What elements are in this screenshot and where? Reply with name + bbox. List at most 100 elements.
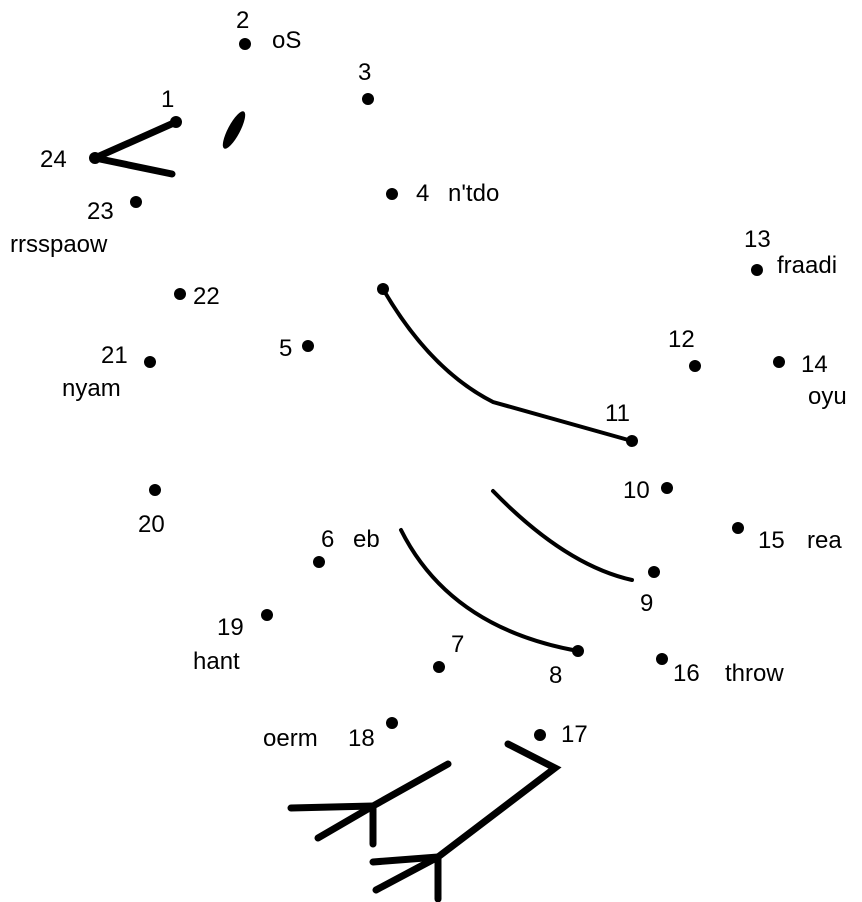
dot-23[interactable]: 23 rrsspaow [10, 196, 142, 258]
right-foot [369, 740, 562, 902]
dot-number: 19 [217, 614, 244, 641]
dot-marker[interactable] [261, 609, 273, 621]
right-leg-line [434, 740, 562, 861]
dot-marker[interactable] [130, 196, 142, 208]
dot-marker[interactable] [773, 356, 785, 368]
dot-word: rrsspaow [10, 231, 108, 258]
dot-19[interactable]: 19 hant [193, 609, 273, 675]
dot-number: 18 [348, 725, 375, 752]
dot-21[interactable]: 21 nyam [62, 342, 156, 402]
dot-marker[interactable] [626, 435, 638, 447]
left-leg-line [369, 760, 452, 810]
dot-number: 9 [640, 590, 653, 617]
dot-word: throw [725, 660, 784, 687]
dot-number: 21 [101, 342, 128, 369]
dot-word: oS [272, 27, 301, 54]
dot-marker[interactable] [362, 93, 374, 105]
dot-marker[interactable] [751, 264, 763, 276]
dot-12[interactable]: 12 [668, 326, 701, 372]
beak-lower-line [91, 154, 176, 178]
left-foot [287, 760, 452, 848]
dot-marker[interactable] [648, 566, 660, 578]
dot-number: 5 [279, 335, 292, 362]
dot-14[interactable]: 14 oyu [773, 351, 847, 410]
dot-marker[interactable] [302, 340, 314, 352]
dot-number: 23 [87, 198, 114, 225]
fixed-drawing [91, 111, 634, 902]
dot-9[interactable]: 9 [640, 566, 660, 617]
dot-marker[interactable] [689, 360, 701, 372]
dot-number: 1 [161, 86, 174, 113]
dot-18[interactable]: 18 oerm [263, 717, 398, 752]
dot-word: oyu [808, 383, 847, 410]
dot-marker[interactable] [239, 38, 251, 50]
dot-word: nyam [62, 375, 121, 402]
dot-marker[interactable] [656, 653, 668, 665]
dot-number: 16 [673, 660, 700, 687]
dot-marker[interactable] [386, 188, 398, 200]
beak-upper-line [91, 118, 180, 162]
dot-word: n'tdo [448, 180, 499, 207]
dot-number: 17 [561, 721, 588, 748]
dot-marker[interactable] [313, 556, 325, 568]
wing-curve-upper [381, 287, 634, 443]
dot-marker[interactable] [170, 116, 182, 128]
dot-marker[interactable] [433, 661, 445, 673]
dot-8[interactable]: 8 [549, 645, 584, 689]
wing-curve-lower [399, 528, 580, 653]
dot-1[interactable]: 1 [161, 86, 182, 128]
dot-24[interactable]: 24 [40, 146, 101, 173]
dot-word: rea [807, 527, 842, 554]
dot-marker[interactable] [149, 484, 161, 496]
dot-20[interactable]: 20 [138, 484, 165, 538]
dot-2[interactable]: 2 oS [236, 7, 301, 54]
dot-marker[interactable] [144, 356, 156, 368]
dot-number: 2 [236, 7, 249, 34]
dot-word: fraadi [777, 252, 837, 279]
dot-number: 3 [358, 59, 371, 86]
dot-word: oerm [263, 725, 318, 752]
wing-curve-middle [491, 489, 634, 582]
dot-number: 24 [40, 146, 67, 173]
dot-number: 14 [801, 351, 828, 378]
right-toe-front [372, 853, 442, 894]
dot-number: 6 [321, 526, 334, 553]
wing-curve-upper-start-dot [377, 283, 389, 295]
dot-number: 12 [668, 326, 695, 353]
dot-17[interactable]: 17 [534, 721, 588, 748]
dot-number: 15 [758, 527, 785, 554]
dot-number: 13 [744, 226, 771, 253]
dot-marker[interactable] [174, 288, 186, 300]
dot-word: hant [193, 648, 240, 675]
dot-marker[interactable] [572, 645, 584, 657]
dot-22[interactable]: 22 [174, 283, 220, 310]
dot-6[interactable]: 6 eb [313, 526, 380, 568]
dot-15[interactable]: 15 rea [732, 522, 842, 554]
dot-word: eb [353, 526, 380, 553]
dot-number: 11 [605, 400, 630, 427]
left-toe-front [314, 802, 377, 842]
dot-marker[interactable] [534, 729, 546, 741]
dot-10[interactable]: 10 [623, 477, 673, 504]
dot-marker[interactable] [732, 522, 744, 534]
dot-3[interactable]: 3 [358, 59, 374, 105]
dot-number: 10 [623, 477, 650, 504]
dot-7[interactable]: 7 [433, 631, 464, 673]
dot-number: 8 [549, 662, 562, 689]
dot-5[interactable]: 5 [279, 335, 314, 362]
dot-number: 7 [451, 631, 464, 658]
dot-number: 22 [193, 283, 220, 310]
dot-number: 20 [138, 511, 165, 538]
dot-marker[interactable] [661, 482, 673, 494]
dot-marker[interactable] [89, 152, 101, 164]
left-toe-back [287, 802, 377, 812]
eye-mark [222, 111, 246, 149]
right-toe-back [369, 853, 442, 866]
dot-marker[interactable] [386, 717, 398, 729]
dot-16[interactable]: 16 throw [656, 653, 784, 687]
dot-11[interactable]: 11 [605, 400, 638, 447]
